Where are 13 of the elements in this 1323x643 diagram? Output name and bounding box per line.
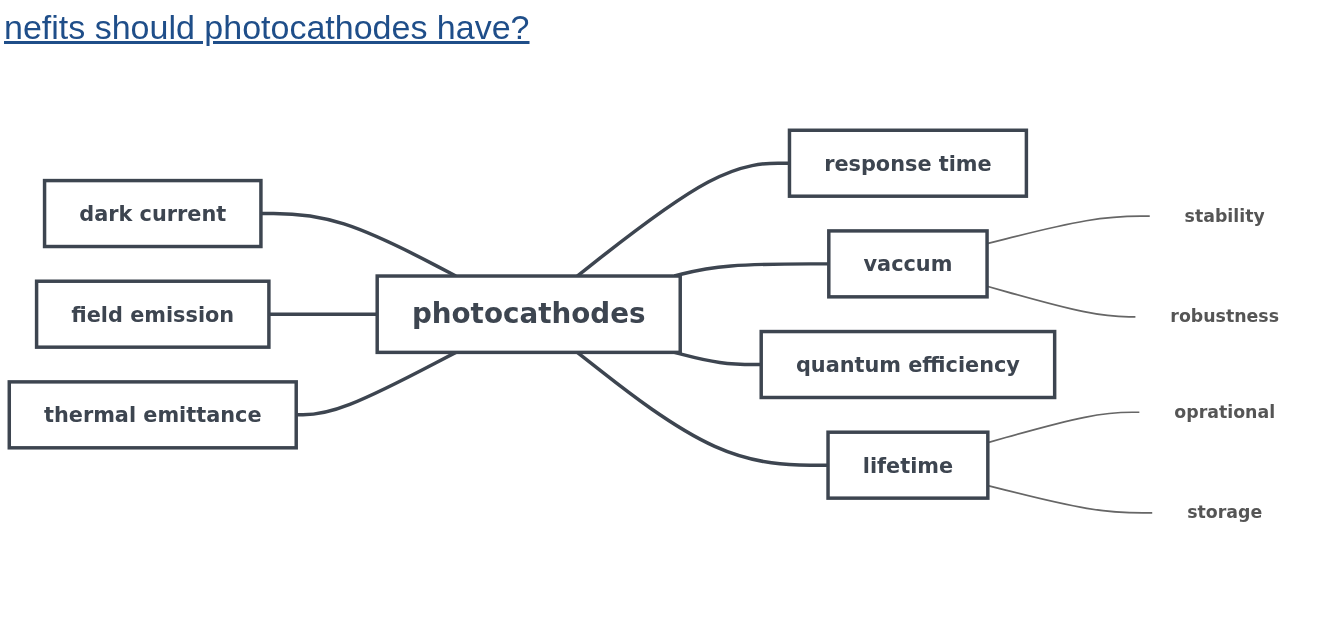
node-box: lifetime (826, 430, 990, 501)
title: nefits should photocathodes have? (4, 8, 530, 47)
node-box: vaccum (827, 229, 989, 299)
node-box: thermal emittance (7, 380, 298, 450)
node-box: field emission (34, 279, 271, 350)
node-text: robustness (1170, 306, 1280, 328)
node-text: oprational (1174, 401, 1276, 423)
node-box: response time (787, 128, 1029, 199)
node-text: stability (1184, 205, 1265, 227)
node-box: photocathodes (375, 274, 682, 355)
node-text: storage (1187, 502, 1263, 524)
node-box: dark current (42, 179, 263, 249)
node-box: quantum efficiency (759, 330, 1057, 400)
